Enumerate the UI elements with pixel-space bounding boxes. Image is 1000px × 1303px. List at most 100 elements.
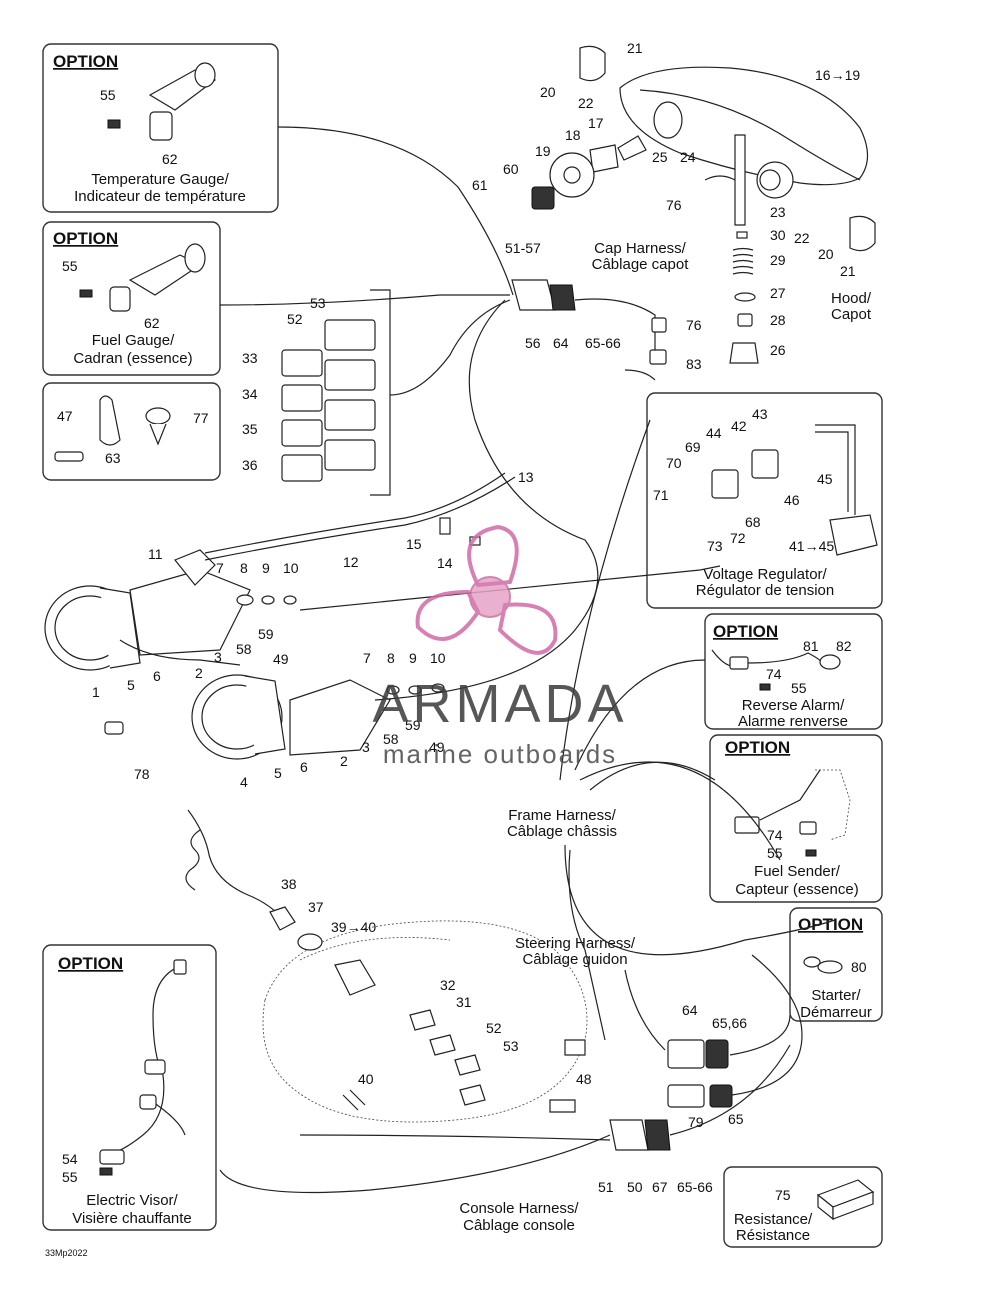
part-number-label: 80 [851,959,867,975]
part-number-label: 81 [803,638,819,654]
part-number-label: 53 [503,1038,519,1054]
watermark-sub: marine outboards [383,739,617,769]
part-number-label: 22 [578,95,594,111]
caption-label: Alarme renverse [738,713,848,730]
caption-label: Hood/ [831,290,872,307]
part-number-label: 16→19 [815,67,860,83]
caption-label: Voltage Regulator/ [703,566,827,583]
part-number-label: 62 [144,315,160,331]
caption-label: OPTION [713,622,778,641]
part-number-label: 9 [262,560,270,576]
part-number-label: 6 [153,668,161,684]
option-reverse-alarm: OPTION 81 82 74 55 Reverse Alarm/ Alarme… [704,613,883,730]
caption-label: Câblage guidon [522,951,627,968]
part-number-label: 7 [363,650,371,666]
part-number-label: 42 [731,418,747,434]
part-number-label: 40 [358,1071,374,1087]
part-number-label: 9 [409,650,417,666]
part-number-label: 61 [472,177,488,193]
part-number-label: 74 [766,666,782,682]
temperature-gauge-icon [107,62,217,141]
armada-watermark: ARMADA marine outboards [372,524,627,769]
part-number-label: 55 [100,87,116,103]
part-number-label: 5 [274,765,282,781]
reverse-alarm-icon [711,649,841,691]
part-number-label: 43 [752,406,768,422]
watermark-brand: ARMADA [372,674,627,734]
part-number-label: 67 [652,1179,668,1195]
part-number-label: 2 [195,665,203,681]
part-number-label: 3 [362,739,370,755]
part-number-label: 69 [685,439,701,455]
part-number-label: 19 [535,143,551,159]
part-number-label: 62 [162,151,178,167]
caption-label: Frame Harness/ [508,807,616,824]
part-number-label: 2 [340,753,348,769]
part-number-label: 47 [57,408,73,424]
hood-assembly [531,45,876,364]
part-number-label: 77 [193,410,209,426]
part-number-label: 58 [383,731,399,747]
part-number-label: 48 [576,1071,592,1087]
clip-nut-icon [145,407,171,446]
part-number-label: 24 [680,149,696,165]
part-number-label: 20 [540,84,556,100]
temperature-gauge-caption-1: Temperature Gauge/ [91,171,229,188]
caption-label: Capteur (essence) [735,881,858,898]
part-number-label: 63 [105,450,121,466]
fuel-gauge-icon [79,243,206,312]
part-number-label: 36 [242,457,258,473]
part-number-label: 6 [300,759,308,775]
part-number-label: 64 [682,1002,698,1018]
caption-label: Steering Harness/ [515,935,636,952]
part-number-label: 59 [258,626,274,642]
part-number-label: 52 [287,311,303,327]
part-number-label: 55 [791,680,807,696]
part-number-label: 18 [565,127,581,143]
part-number-label: 45 [817,471,833,487]
part-number-label: 65,66 [712,1015,747,1031]
part-number-label: 55 [767,845,783,861]
part-number-label: 73 [707,538,723,554]
cable-tie-icon [99,395,121,446]
part-number-label: 8 [387,650,395,666]
resistance-icon [816,1179,875,1221]
part-number-label: 60 [503,161,519,177]
part-number-label: 25 [652,149,668,165]
caption-label: Câblage capot [592,256,690,273]
option-fuel-sender: OPTION 74 55 Fuel Sender/ Capteur (essen… [709,734,883,903]
part-number-label: 33 [242,350,258,366]
part-number-label: 64 [553,335,569,351]
part-number-label: 32 [440,977,456,993]
console-harness: 51 50 67 65-66 Console Harness/ Câblage … [219,1044,791,1234]
hardware-box: 47 77 63 [42,382,221,481]
option-fuel-gauge: OPTION 55 62 Fuel Gauge/ Cadran (essence… [42,221,221,376]
part-number-label: 8 [240,560,248,576]
part-number-label: 65 [728,1111,744,1127]
part-number-label: 5 [127,677,135,693]
part-number-label: 34 [242,386,258,402]
regulator-part-numbers: 43 42 44 69 70 71 45 46 68 73 72 41→45 [653,406,834,554]
speedometer-cable: 13 12 15 14 [204,469,534,571]
caption-label: OPTION [798,915,863,934]
hood-part-numbers: 21 20 22 16→19 17 18 19 25 24 60 61 76 2… [472,40,872,358]
part-number-label: 44 [706,425,722,441]
part-number-label: 4 [240,774,248,790]
part-number-label: 28 [770,312,786,328]
option-starter: OPTION 80 Starter/ Démarreur [789,907,883,1022]
part-number-label: 51-57 [505,240,541,256]
electric-visor-icon [99,959,187,1176]
part-number-label: 65-66 [585,335,621,351]
part-number-label: 12 [343,554,359,570]
part-number-label: 78 [134,766,150,782]
stud-icon [54,451,84,462]
part-number-label: 15 [406,536,422,552]
figure-code: 33Mp2022 [45,1248,88,1258]
part-number-label: 3 [214,649,222,665]
part-number-label: 70 [666,455,682,471]
part-number-label: 68 [745,514,761,530]
part-number-label: 22 [794,230,810,246]
gauge-assembly-upper: 11 7 8 9 10 59 58 3 2 49 1 5 6 [44,546,299,700]
